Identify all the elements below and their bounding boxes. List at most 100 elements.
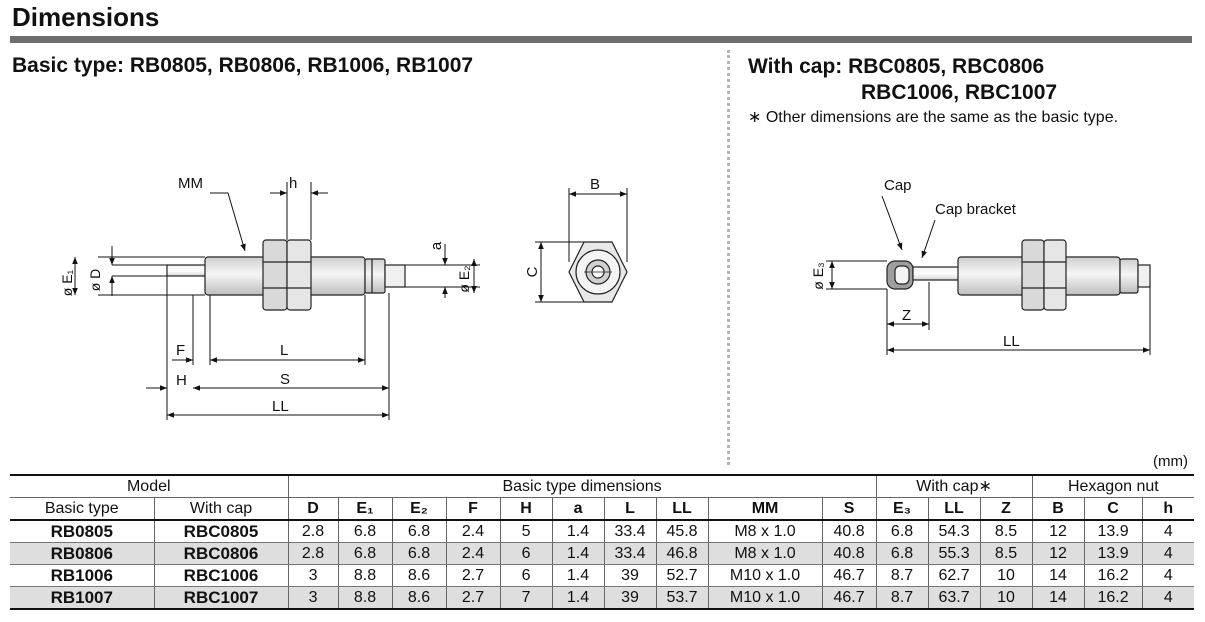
technical-drawing: MM h ø E₁ ø D a ø E₂ F L H S LL B C [59, 175, 1151, 420]
cell: 4 [1141, 586, 1195, 610]
label-l: L [280, 342, 288, 359]
label-cap-bracket: Cap bracket [935, 201, 1017, 218]
col-header: E₂ [391, 497, 447, 521]
cell: 3 [287, 586, 339, 610]
cell: 16.2 [1083, 586, 1143, 610]
label-e2: ø E₂ [456, 265, 472, 292]
col-header: S [821, 497, 877, 521]
cell: 39 [603, 586, 657, 610]
cell: 46.7 [821, 564, 877, 587]
cell: 33.4 [603, 520, 657, 543]
col-header: C [1083, 497, 1143, 521]
cap-dimension-lines [826, 195, 1151, 355]
cell: M8 x 1.0 [707, 520, 823, 543]
label-ll-cap: LL [1003, 333, 1020, 350]
col-header: B [1031, 497, 1085, 521]
basic-end-view [568, 241, 628, 303]
label-z: Z [902, 307, 911, 324]
cell: M10 x 1.0 [707, 564, 823, 587]
cell-basic-model: RB0806 [10, 542, 155, 565]
cell-cap-model: RBC1007 [153, 586, 289, 610]
cell: 14 [1031, 564, 1085, 587]
cell: 33.4 [603, 542, 657, 565]
cell: 40.8 [821, 542, 877, 565]
cell: 2.4 [445, 520, 501, 543]
cell-cap-model: RBC0805 [153, 520, 289, 543]
cell: 8.6 [391, 564, 447, 587]
label-a: a [428, 241, 445, 250]
cell: M8 x 1.0 [707, 542, 823, 565]
col-header: LL [927, 497, 981, 521]
cell: 39 [603, 564, 657, 587]
cell: 55.3 [927, 542, 981, 565]
dimensions-table: Model Basic type dimensions With cap∗ He… [10, 474, 1195, 610]
cell: 46.7 [821, 586, 877, 610]
basic-side-view [166, 239, 406, 311]
cell: 5 [499, 520, 553, 543]
cell-basic-model: RB1007 [10, 586, 155, 610]
label-cap: Cap [884, 177, 912, 194]
group-header-row: Model Basic type dimensions With cap∗ He… [10, 474, 1195, 498]
col-header: a [551, 497, 605, 521]
cell: 12 [1031, 520, 1085, 543]
with-cap-heading-line1: With cap: RBC0805, RBC0806 [748, 55, 1045, 78]
cell: 6.8 [875, 542, 929, 565]
cell: 1.4 [551, 520, 605, 543]
cell: 2.8 [287, 542, 339, 565]
cell-cap-model: RBC0806 [153, 542, 289, 565]
cell: 7 [499, 586, 553, 610]
cell: 45.8 [655, 520, 709, 543]
col-header: F [445, 497, 501, 521]
title-rule [10, 36, 1192, 43]
cell: 4 [1141, 542, 1195, 565]
label-b: B [590, 176, 600, 193]
cell: 53.7 [655, 586, 709, 610]
cell: 6.8 [391, 542, 447, 565]
cell: 3 [287, 564, 339, 587]
cell: 8.7 [875, 564, 929, 587]
cell: 2.7 [445, 586, 501, 610]
cell: 16.2 [1083, 564, 1143, 587]
cell: 10 [979, 564, 1033, 587]
cell: 2.8 [287, 520, 339, 543]
cell: 12 [1031, 542, 1085, 565]
cell: 8.8 [337, 564, 393, 587]
cell-cap-model: RBC1006 [153, 564, 289, 587]
cell: 14 [1031, 586, 1085, 610]
table-row: RB1006 RBC1006 3 8.8 8.6 2.7 6 1.4 39 52… [10, 564, 1195, 587]
cell: 1.4 [551, 542, 605, 565]
col-header: Basic type [10, 497, 155, 521]
cell-basic-model: RB1006 [10, 564, 155, 587]
basic-side-dimension-lines [72, 182, 480, 420]
cell: 13.9 [1083, 520, 1143, 543]
col-header: E₁ [337, 497, 393, 521]
table-row: RB1007 RBC1007 3 8.8 8.6 2.7 7 1.4 39 53… [10, 586, 1195, 610]
cell: 1.4 [551, 586, 605, 610]
cell: 63.7 [927, 586, 981, 610]
cell-basic-model: RB0805 [10, 520, 155, 543]
cell: 6 [499, 564, 553, 587]
label-f: F [176, 342, 185, 359]
col-header: D [287, 497, 339, 521]
cell: 6.8 [875, 520, 929, 543]
with-cap-heading-line2: RBC1006, RBC1007 [861, 81, 1058, 104]
page-title: Dimensions [12, 2, 160, 32]
label-ll: LL [272, 398, 289, 415]
cell: M10 x 1.0 [707, 586, 823, 610]
section-divider [727, 50, 730, 465]
col-header: h [1141, 497, 1195, 521]
cell: 6 [499, 542, 553, 565]
cell: 8.8 [337, 586, 393, 610]
cell: 13.9 [1083, 542, 1143, 565]
cell: 46.8 [655, 542, 709, 565]
label-c: C [524, 266, 541, 277]
header-with-cap: With cap∗ [875, 474, 1033, 498]
cell: 8.5 [979, 520, 1033, 543]
cell: 10 [979, 586, 1033, 610]
header-basic-dims: Basic type dimensions [287, 474, 877, 498]
cell: 6.8 [337, 520, 393, 543]
cell: 4 [1141, 520, 1195, 543]
label-e3: ø E₃ [810, 262, 826, 289]
col-header: Z [979, 497, 1033, 521]
cell: 8.5 [979, 542, 1033, 565]
